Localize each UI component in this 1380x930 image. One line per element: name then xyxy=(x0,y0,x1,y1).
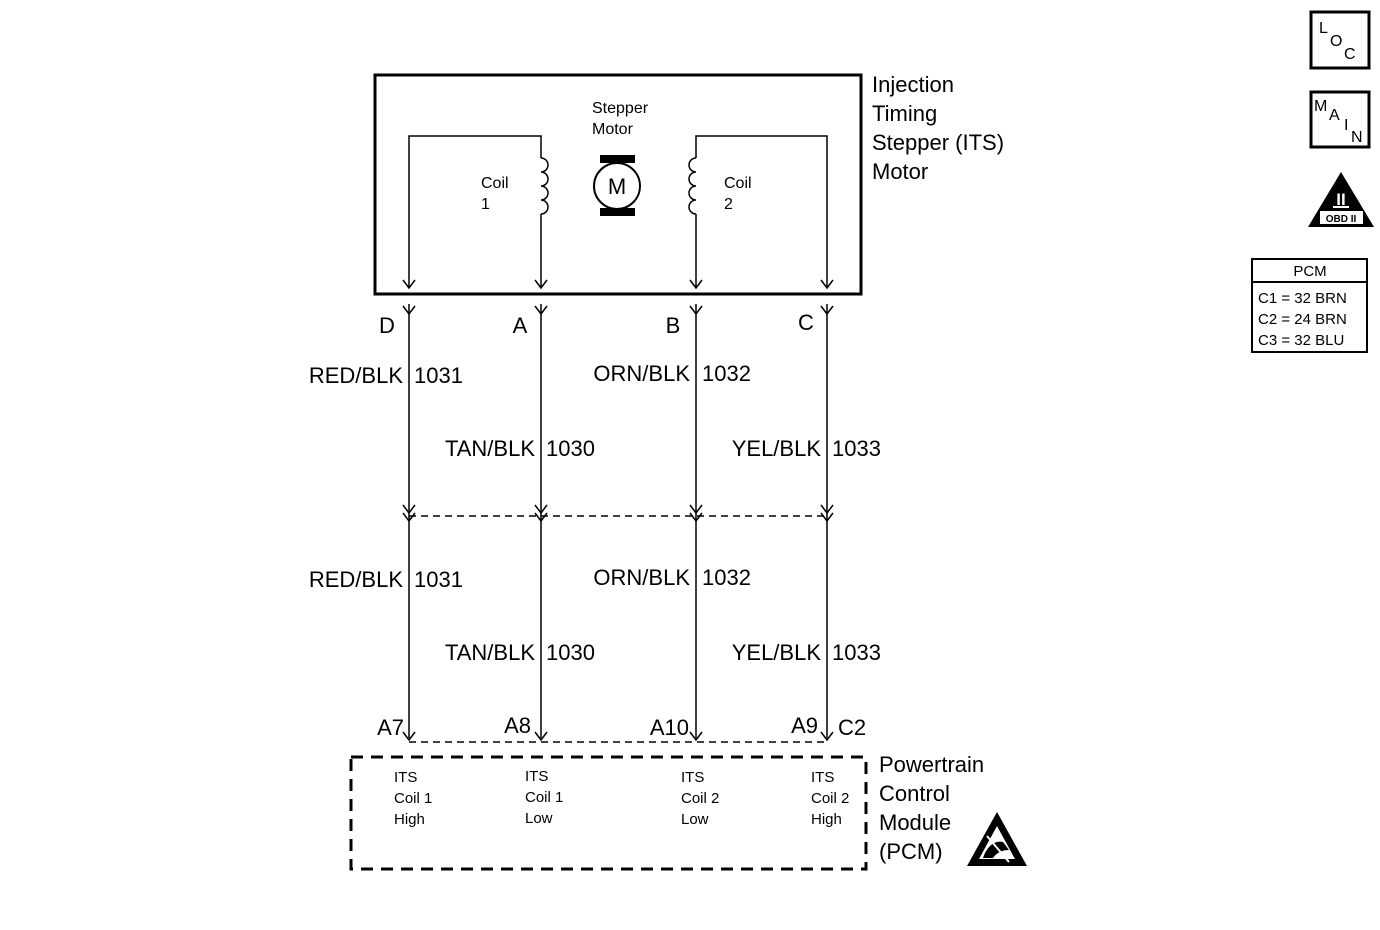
wire-upper-4-color: YEL/BLK xyxy=(732,436,822,461)
esd-warning-icon xyxy=(967,812,1027,866)
wire-upper-2-color: TAN/BLK xyxy=(445,436,535,461)
pcm-title-line-4: (PCM) xyxy=(879,839,943,864)
pcm-title-line-2: Control xyxy=(879,781,950,806)
its-motor-box xyxy=(373,73,863,296)
main-icon[interactable]: M A I N xyxy=(1309,90,1371,149)
wire-upper-1-circuit: 1031 xyxy=(414,363,463,388)
pin-label-b: B xyxy=(666,313,681,338)
main-letter-n: N xyxy=(1351,129,1363,146)
wire-upper-3-circuit: 1032 xyxy=(702,361,751,386)
obd-ii-numeral: II xyxy=(1336,190,1345,209)
wire-lower-4-color: YEL/BLK xyxy=(732,640,822,665)
wire-lower-3-circuit: 1032 xyxy=(702,565,751,590)
stepper-label-line-2: Motor xyxy=(592,121,634,138)
pcm-terminal-4-line-2: Coil 2 xyxy=(811,790,849,807)
coil-2-label: Coil xyxy=(724,175,752,192)
wire-upper-1-color: RED/BLK xyxy=(309,363,403,388)
wire-lower-1-color: RED/BLK xyxy=(309,567,403,592)
main-letter-a: A xyxy=(1329,107,1340,124)
harness-wires xyxy=(402,304,834,742)
coil-1-winding-icon xyxy=(408,135,549,288)
pcm-terminal-3-line-1: ITS xyxy=(681,769,704,786)
main-letter-m: M xyxy=(1314,98,1327,115)
loc-letter-l: L xyxy=(1319,20,1328,37)
pcm-terminal-4-line-1: ITS xyxy=(811,769,834,786)
loc-letter-c: C xyxy=(1344,46,1356,63)
obd-ii-caption: OBD II xyxy=(1326,214,1357,225)
wire-upper-4-circuit: 1033 xyxy=(832,436,881,461)
obd-ii-icon[interactable]: II OBD II xyxy=(1308,172,1374,227)
pcm-legend-row-1: C1 = 32 BRN xyxy=(1258,290,1347,307)
pcm-pin-a10: A10 xyxy=(650,715,689,740)
its-title-line-3: Stepper (ITS) xyxy=(872,130,1004,155)
its-title-line-1: Injection xyxy=(872,72,954,97)
pcm-terminal-1-line-2: Coil 1 xyxy=(394,790,432,807)
coil-2-number: 2 xyxy=(724,196,733,213)
wire-lower-1-circuit: 1031 xyxy=(414,567,463,592)
motor-symbol-letter: M xyxy=(608,174,626,199)
pcm-terminal-1-line-1: ITS xyxy=(394,769,417,786)
wire-upper-2-circuit: 1030 xyxy=(546,436,595,461)
pcm-legend-row-3: C3 = 32 BLU xyxy=(1258,332,1344,349)
pin-label-d: D xyxy=(379,313,395,338)
pcm-title-line-3: Module xyxy=(879,810,951,835)
pcm-pin-a7: A7 xyxy=(377,715,404,740)
pcm-box xyxy=(349,755,868,871)
pcm-connector-legend: PCM C1 = 32 BRN C2 = 24 BRN C3 = 32 BLU xyxy=(1251,258,1368,353)
wire-lower-3-color: ORN/BLK xyxy=(593,565,690,590)
pcm-connector-c2: C2 xyxy=(838,715,866,740)
wire-upper-3-color: ORN/BLK xyxy=(593,361,690,386)
box-internal-arrows xyxy=(402,279,834,290)
coil-2-winding-icon xyxy=(688,135,828,288)
pcm-terminal-2-line-1: ITS xyxy=(525,768,548,785)
pcm-legend-header: PCM xyxy=(1293,263,1326,280)
stepper-label-line-1: Stepper xyxy=(592,100,649,117)
pcm-terminal-1-line-3: High xyxy=(394,811,425,828)
pcm-terminal-4-line-3: High xyxy=(811,811,842,828)
pcm-terminal-2-line-3: Low xyxy=(525,810,553,827)
main-letter-i: I xyxy=(1344,117,1348,134)
pin-label-c: C xyxy=(798,310,814,335)
loc-icon[interactable]: L O C xyxy=(1309,10,1371,70)
pcm-pin-a8: A8 xyxy=(504,713,531,738)
wire-lower-4-circuit: 1033 xyxy=(832,640,881,665)
coil-1-label: Coil xyxy=(481,175,509,192)
wire-lower-2-color: TAN/BLK xyxy=(445,640,535,665)
pcm-legend-row-2: C2 = 24 BRN xyxy=(1258,311,1347,328)
its-title-line-4: Motor xyxy=(872,159,928,184)
pcm-terminal-3-line-3: Low xyxy=(681,811,709,828)
its-title-line-2: Timing xyxy=(872,101,937,126)
motor-symbol-icon: M xyxy=(593,155,641,216)
pcm-pin-a9: A9 xyxy=(791,713,818,738)
pcm-terminal-3-line-2: Coil 2 xyxy=(681,790,719,807)
pcm-title-line-1: Powertrain xyxy=(879,752,984,777)
coil-1-number: 1 xyxy=(481,196,490,213)
pin-label-a: A xyxy=(513,313,528,338)
wire-lower-2-circuit: 1030 xyxy=(546,640,595,665)
pcm-terminal-2-line-2: Coil 1 xyxy=(525,789,563,806)
loc-letter-o: O xyxy=(1330,33,1342,50)
